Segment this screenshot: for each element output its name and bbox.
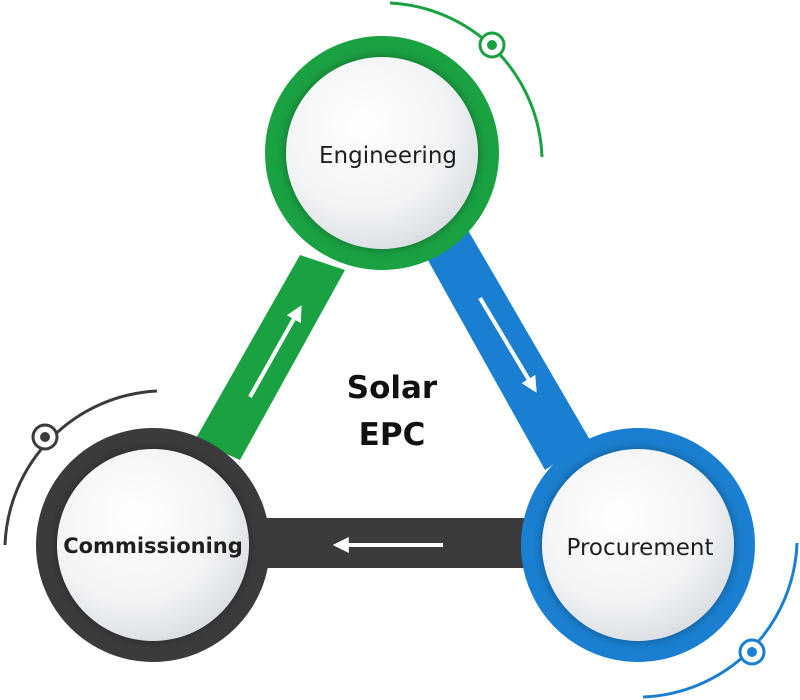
node-commissioning: Commissioning bbox=[36, 428, 270, 662]
node-engineering: Engineering bbox=[265, 36, 499, 270]
orbit-node-dark-center bbox=[40, 432, 50, 442]
center-title-line2: EPC bbox=[359, 417, 426, 453]
flow-arrow-up bbox=[248, 305, 302, 398]
procurement-label: Procurement bbox=[567, 535, 714, 561]
center-title-line1: Solar bbox=[347, 370, 438, 406]
node-procurement: Procurement bbox=[521, 428, 755, 662]
orbit-node-green-center bbox=[487, 40, 497, 50]
engineering-label: Engineering bbox=[319, 143, 457, 169]
commissioning-label: Commissioning bbox=[63, 534, 243, 558]
orbit-decoration-dark bbox=[3, 389, 158, 546]
center-title: Solar EPC bbox=[347, 370, 438, 453]
flow-arrow-down bbox=[478, 296, 537, 393]
orbit-node-blue-center bbox=[747, 647, 757, 657]
engineering-disc bbox=[286, 57, 478, 249]
orbit-decoration-green bbox=[389, 1, 544, 158]
commissioning-disc bbox=[57, 449, 249, 641]
procurement-disc bbox=[542, 449, 734, 641]
orbit-decoration-blue bbox=[642, 542, 799, 699]
